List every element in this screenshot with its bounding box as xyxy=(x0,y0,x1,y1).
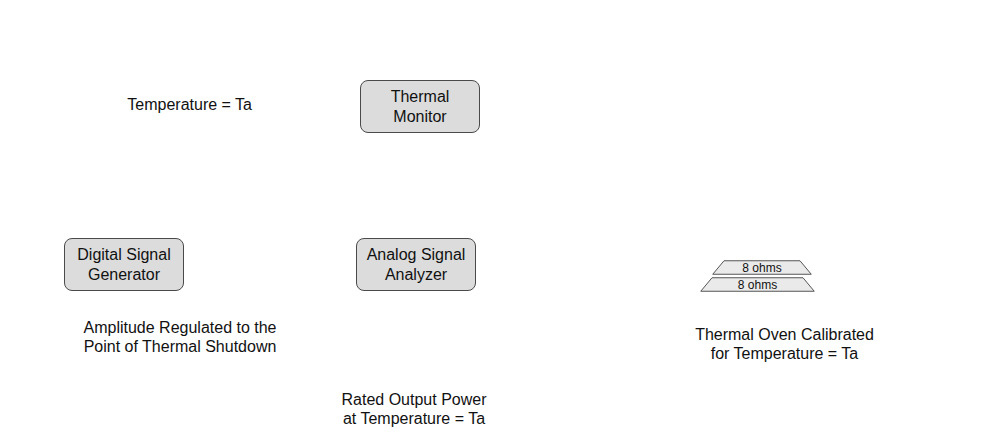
load-outline xyxy=(701,278,815,292)
panel-button xyxy=(897,217,905,225)
speaker-load: 8 ohms xyxy=(700,277,815,292)
amplifier-board xyxy=(735,198,820,204)
panel-button xyxy=(929,232,937,240)
panel-button xyxy=(929,247,937,255)
load-wire xyxy=(815,203,852,285)
thermal-oven: Thermal Oven Calibrated for Temperature … xyxy=(594,15,976,317)
generator-box: Digital Signal Generator xyxy=(64,238,184,291)
panel-button xyxy=(897,247,905,255)
heat-arrowhead xyxy=(759,60,781,82)
node-label: Analog Signal Analyzer xyxy=(361,245,471,283)
temperature-output: Temperature = Ta xyxy=(40,95,252,114)
heat-arrowhead xyxy=(705,60,727,82)
oven-caption: Thermal Oven Calibrated for Temperature … xyxy=(687,325,882,363)
power-output: Rated Output Power at Temperature = Ta xyxy=(334,390,494,428)
signal-wire xyxy=(476,175,812,280)
signal-wire xyxy=(118,185,772,238)
table-leg xyxy=(818,258,825,300)
heat-arrowheads xyxy=(651,60,835,82)
device-post xyxy=(745,204,750,250)
oven-wall xyxy=(594,15,976,317)
signal-wire xyxy=(480,105,683,233)
analyzer-box: Analog Signal Analyzer xyxy=(356,238,476,291)
panel-display xyxy=(896,188,936,206)
output-node xyxy=(810,195,820,205)
panel-button xyxy=(913,217,921,225)
table-leg xyxy=(664,258,671,300)
panel-button xyxy=(913,232,921,240)
oven-control-panel xyxy=(886,178,946,262)
output-arrow xyxy=(413,290,416,384)
heat-arrowhead xyxy=(651,60,673,82)
node-label: Thermal Monitor xyxy=(365,87,475,125)
device-post xyxy=(790,204,795,250)
output-arrow xyxy=(258,104,360,107)
load-outline xyxy=(713,261,812,275)
node-label: Digital Signal Generator xyxy=(69,245,179,283)
chip xyxy=(765,195,775,201)
panel-button xyxy=(897,232,905,240)
device-under-test xyxy=(676,190,820,250)
heat-flow xyxy=(657,80,829,240)
heat-arrow xyxy=(711,80,721,240)
load-wire xyxy=(800,194,842,268)
speaker-load: 8 ohms xyxy=(712,260,812,275)
control-panel xyxy=(886,178,946,262)
test-table xyxy=(655,250,833,300)
table-top xyxy=(655,250,833,258)
panel-button xyxy=(929,217,937,225)
heat-arrow xyxy=(765,80,775,240)
monitor-box: Thermal Monitor xyxy=(360,80,480,133)
heat-arrow xyxy=(657,80,667,240)
node-label: 8 ohms xyxy=(738,279,777,291)
input-connector xyxy=(728,193,740,203)
generator-note: Amplitude Regulated to the Point of Ther… xyxy=(64,318,296,356)
thermocouple xyxy=(676,236,690,250)
signal-wire xyxy=(440,8,998,232)
node-label: 8 ohms xyxy=(742,262,781,274)
signal-wire xyxy=(476,165,818,258)
heat-arrowhead xyxy=(813,60,835,82)
output-connector xyxy=(790,190,802,202)
heat-arrow xyxy=(819,80,829,240)
